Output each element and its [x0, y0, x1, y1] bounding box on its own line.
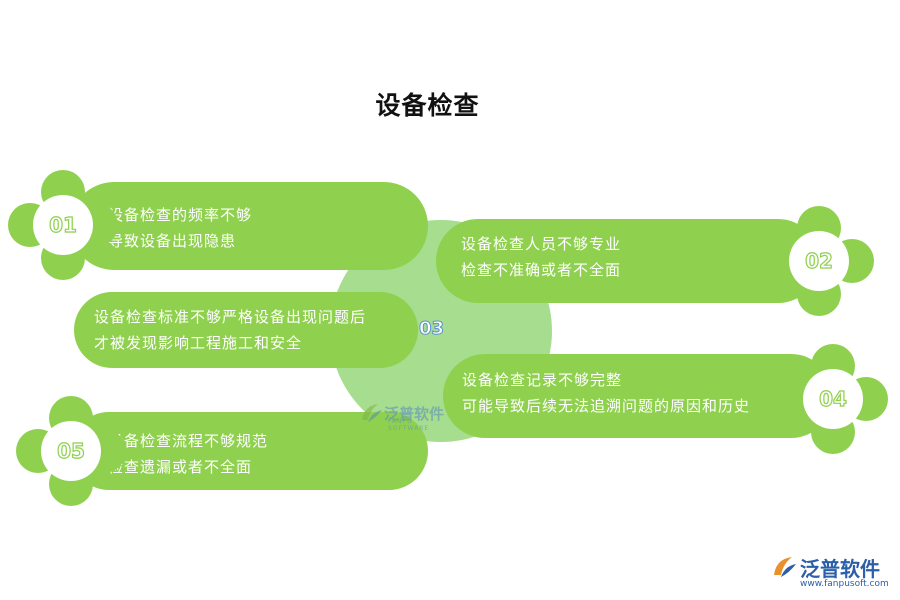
- item-03-pill: 设备检查标准不够严格设备出现问题后 才被发现影响工程施工和安全: [74, 292, 418, 368]
- brand-logo-text: 泛普软件: [800, 557, 880, 581]
- item-01-line-2: 导致设备出现隐患: [108, 232, 237, 250]
- item-02-badge: 02: [764, 206, 874, 316]
- item-03-line-2: 才被发现影响工程施工和安全: [94, 334, 303, 352]
- item-02-line-1: 设备检查人员不够专业: [461, 235, 622, 253]
- item-01-badge: 01: [8, 170, 118, 280]
- item-04-pill: 设备检查记录不够完整 可能导致后续无法追溯问题的原因和历史: [443, 354, 833, 438]
- item-02-number: 02: [804, 248, 833, 273]
- item-04-number: 04: [818, 386, 847, 411]
- item-02-line-2: 检查不准确或者不全面: [461, 261, 622, 279]
- item-05-line-2: 检查遗漏或者不全面: [108, 458, 253, 476]
- page-title: 设备检查: [375, 91, 480, 120]
- watermark-logo-icon: [362, 404, 382, 422]
- item-04-line-1: 设备检查记录不够完整: [462, 371, 623, 389]
- item-05-badge: 05: [16, 396, 126, 506]
- item-02-pill: 设备检查人员不够专业 检查不准确或者不全面: [436, 219, 820, 303]
- watermark-text: 泛普软件: [384, 404, 445, 423]
- item-01-pill: 设备检查的频率不够 导致设备出现隐患: [70, 182, 428, 270]
- brand-logo-icon: [774, 557, 796, 577]
- item-01-number: 01: [48, 212, 77, 237]
- item-05-pill: 设备检查流程不够规范 检查遗漏或者不全面: [70, 412, 428, 490]
- item-05-line-1: 设备检查流程不够规范: [108, 432, 269, 450]
- watermark: 泛普软件 FANPU SOFTWARE: [358, 400, 445, 432]
- watermark-subtext: FANPU SOFTWARE: [388, 418, 430, 432]
- brand-logo-url: www.fanpusoft.com: [800, 579, 889, 589]
- item-05-number: 05: [56, 438, 85, 463]
- item-01-line-1: 设备检查的频率不够: [108, 206, 253, 224]
- item-03-number: 03: [418, 318, 445, 340]
- item-03-line-1: 设备检查标准不够严格设备出现问题后: [94, 308, 367, 326]
- item-04-line-2: 可能导致后续无法追溯问题的原因和历史: [462, 397, 751, 415]
- item-04-badge: 04: [778, 344, 888, 454]
